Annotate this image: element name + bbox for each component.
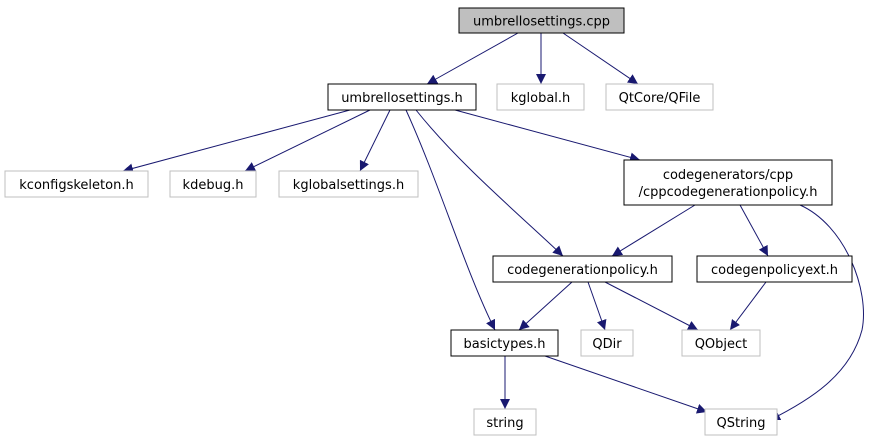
node-box	[278, 170, 419, 198]
node-box	[623, 159, 833, 206]
edges-layer	[122, 32, 864, 421]
node-qstring: QString	[704, 408, 778, 436]
node-label: QString	[716, 416, 765, 431]
node-label: QObject	[695, 337, 748, 352]
node-label: QtCore/QFile	[619, 91, 701, 106]
node-kdebug_h: kdebug.h	[169, 170, 257, 198]
edge-umbrellosettings_cpp-to-umbrellosettings_h	[426, 32, 519, 85]
node-basictypes_h[interactable]: basictypes.h	[450, 329, 559, 357]
node-label: umbrellosettings.cpp	[473, 15, 610, 30]
node-box	[696, 255, 853, 283]
node-cppcodegenerationpolicy_h[interactable]: codegenerators/cpp/cppcodegenerationpoli…	[623, 159, 833, 206]
node-label: QDir	[592, 337, 622, 352]
node-label: kdebug.h	[183, 178, 244, 193]
edge-codegenerationpolicy_h-to-qdir	[587, 281, 607, 331]
node-box	[492, 255, 673, 283]
edge-codegenerationpolicy_h-to-basictypes_h	[518, 281, 573, 331]
node-label: basictypes.h	[464, 337, 546, 352]
node-umbrellosettings_h[interactable]: umbrellosettings.h	[327, 83, 477, 111]
node-box	[450, 329, 559, 357]
edge-basictypes_h-to-qstring	[544, 355, 708, 414]
node-box	[327, 83, 477, 111]
node-box	[580, 329, 634, 357]
edge-umbrellosettings_h-to-kglobalsettings_h	[359, 109, 391, 172]
edge-umbrellosettings_h-to-kdebug_h	[244, 109, 371, 172]
node-kconfigskeleton_h: kconfigskeleton.h	[4, 170, 149, 198]
node-box	[4, 170, 149, 198]
edge-cppcodegenerationpolicy_h-to-codegenerationpolicy_h	[611, 204, 696, 257]
edge-cppcodegenerationpolicy_h-to-qstring	[769, 204, 864, 421]
node-label: kglobal.h	[511, 91, 571, 106]
node-kglobalsettings_h: kglobalsettings.h	[278, 170, 419, 198]
edge-codegenerationpolicy_h-to-qobject	[604, 281, 699, 331]
node-box	[458, 7, 625, 34]
node-label: umbrellosettings.h	[341, 91, 463, 106]
node-umbrellosettings_cpp: umbrellosettings.cpp	[458, 7, 625, 34]
node-box	[681, 329, 761, 357]
node-string: string	[473, 408, 537, 436]
edge-umbrellosettings_h-to-cppcodegenerationpolicy_h	[454, 109, 641, 163]
node-label: codegenerators/cpp	[663, 168, 793, 183]
edge-umbrellosettings_h-to-basictypes_h	[405, 109, 496, 331]
node-codegenerationpolicy_h[interactable]: codegenerationpolicy.h	[492, 255, 673, 283]
node-qdir: QDir	[580, 329, 634, 357]
edge-umbrellosettings_h-to-codegenerationpolicy_h	[415, 109, 564, 257]
node-box	[605, 83, 714, 111]
edge-umbrellosettings_h-to-kconfigskeleton_h	[122, 109, 351, 174]
node-qtcore_qfile: QtCore/QFile	[605, 83, 714, 111]
edge-umbrellosettings_cpp-to-qtcore_qfile	[562, 32, 639, 85]
node-label: codegenpolicyext.h	[711, 263, 838, 278]
node-label: kconfigskeleton.h	[19, 178, 133, 193]
node-kglobal_h: kglobal.h	[496, 83, 585, 111]
node-box	[473, 408, 537, 436]
edge-codegenpolicyext_h-to-qobject	[729, 281, 767, 331]
node-label: kglobalsettings.h	[293, 178, 404, 193]
node-box	[496, 83, 585, 111]
node-label: /cppcodegenerationpolicy.h	[639, 185, 818, 200]
node-label: string	[486, 416, 523, 431]
edge-cppcodegenerationpolicy_h-to-codegenpolicyext_h	[739, 204, 769, 257]
nodes-layer: umbrellosettings.cpp umbrellosettings.h kg…	[4, 7, 853, 436]
node-label: codegenerationpolicy.h	[507, 263, 658, 278]
node-qobject: QObject	[681, 329, 761, 357]
node-box	[169, 170, 257, 198]
node-box	[704, 408, 778, 436]
node-codegenpolicyext_h[interactable]: codegenpolicyext.h	[696, 255, 853, 283]
